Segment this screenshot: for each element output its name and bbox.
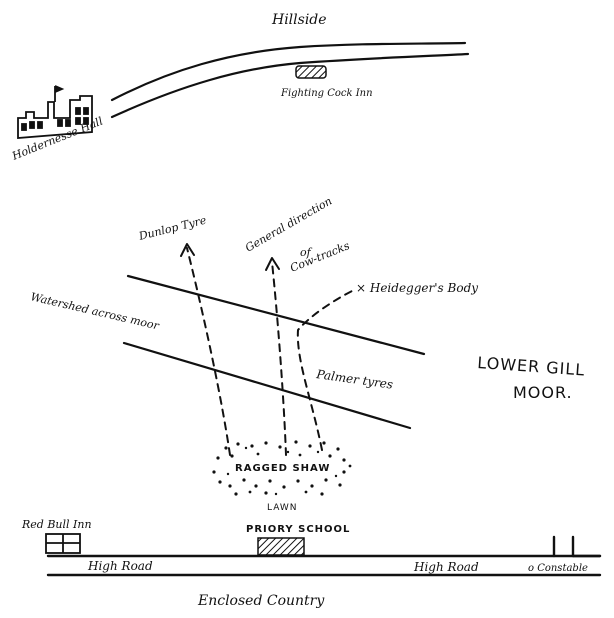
red-bull-inn-label: Red Bull Inn: [21, 518, 92, 531]
heideggers-body-label: × Heidegger's Body: [356, 281, 478, 295]
lower-gill-moor-label-line2: MOOR.: [513, 383, 573, 402]
palmer-tyres-label: Palmer tyres: [315, 367, 394, 392]
priory-school-label: PRIORY SCHOOL: [246, 524, 350, 535]
cow-tracks-label-line1: General direction: [243, 194, 334, 254]
constable-label: o Constable: [528, 563, 588, 574]
holdernesse-hall-building: [17, 85, 93, 139]
cow-tracks-label-line2: of: [300, 246, 313, 259]
dunlop-tyre-track: [180, 243, 231, 456]
ragged-shaw-dots: [212, 440, 352, 496]
high-road: [46, 535, 602, 577]
fighting-cock-inn-building: [295, 65, 327, 79]
cow-tracks-track: [265, 257, 287, 456]
high-road-right-label: High Road: [413, 560, 479, 574]
enclosed-country-label: Enclosed Country: [197, 593, 325, 609]
dunlop-tyre-label: Dunlop Tyre: [137, 213, 209, 243]
priory-school-building: [257, 537, 305, 556]
hillside-road: [110, 41, 470, 119]
palmer-tyres-track: [296, 289, 355, 451]
watershed-lines: [122, 274, 426, 430]
ragged-shaw-label: RAGGED SHAW: [235, 463, 330, 474]
high-road-left-label: High Road: [87, 559, 153, 573]
watershed-label: Watershed across moor: [29, 290, 160, 332]
fighting-cock-inn-label: Fighting Cock Inn: [280, 88, 373, 99]
hillside-label: Hillside: [271, 12, 327, 28]
red-bull-inn-building: [45, 533, 81, 554]
cow-tracks-label-line3: Cow-tracks: [288, 239, 351, 275]
lower-gill-moor-label-line1: LOWER GILL: [477, 353, 586, 379]
lawn-label: LAWN: [267, 503, 298, 513]
